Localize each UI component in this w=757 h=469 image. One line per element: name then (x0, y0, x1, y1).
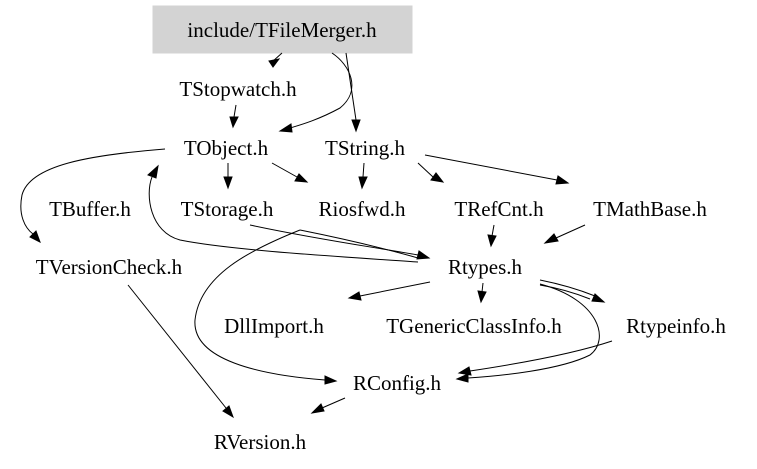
edge-trefcnt-rtypes (491, 224, 495, 237)
edge-tobject-tversioncheck (20, 148, 166, 235)
node-tobject[interactable]: TObject.h (184, 136, 269, 160)
edge-tstring-riosfwd (362, 162, 365, 178)
arrowhead (223, 176, 233, 190)
edge-tversioncheck-rversion (127, 284, 227, 409)
edge-tstring-trefcnt (417, 162, 434, 178)
arrowhead (477, 290, 487, 304)
arrowhead (278, 123, 293, 133)
arrowhead (457, 366, 472, 376)
arrowhead (351, 119, 361, 133)
edge-rtypes-tgenericclassinfo (481, 282, 484, 293)
arrowhead (555, 175, 570, 185)
edge-riosfwd-rtypes (299, 229, 419, 259)
arrowhead (455, 373, 469, 383)
arrowhead (543, 233, 559, 244)
node-root[interactable]: include/TFileMerger.h (187, 18, 377, 42)
arrowhead (310, 403, 325, 414)
node-tstopwatch[interactable]: TStopwatch.h (179, 77, 297, 101)
arrowhead (229, 116, 239, 129)
node-tgenericclassinfo[interactable]: TGenericClassInfo.h (386, 314, 562, 338)
node-tstring[interactable]: TString.h (325, 136, 405, 160)
edge-tobject-riosfwd (271, 162, 298, 178)
arrowhead (29, 230, 41, 244)
arrowhead (430, 172, 445, 183)
node-tbuffer[interactable]: TBuffer.h (49, 197, 131, 221)
arrowhead (147, 164, 159, 179)
edge-rtypes-rtypeinfo-2 (539, 284, 591, 300)
edge-rtypes-rtypeinfo (539, 279, 596, 297)
edge-tstorage-rtypes (249, 224, 419, 256)
arrowhead (222, 405, 234, 419)
edge-root-tobject (289, 52, 353, 129)
node-riosfwd[interactable]: Riosfwd.h (319, 197, 406, 221)
node-rtypes[interactable]: Rtypes.h (448, 255, 523, 279)
arrowhead (487, 234, 497, 248)
edge-rtypeinfo-rconfig (469, 340, 613, 372)
arrowhead (358, 176, 368, 190)
edge-rtypes-tobject (148, 176, 419, 263)
arrowhead (347, 291, 362, 301)
edge-riosfwd-rconfig (194, 229, 326, 381)
edge-rconfig-rversion (321, 397, 346, 409)
arrowhead (294, 173, 309, 183)
node-trefcnt[interactable]: TRefCnt.h (454, 197, 544, 221)
arrowhead (591, 293, 606, 303)
node-dllimport[interactable]: DllImport.h (224, 314, 324, 338)
edge-rtypes-dllimport (359, 281, 431, 297)
node-rconfig[interactable]: RConfig.h (353, 371, 442, 395)
edge-tstring-tmathbase (424, 154, 558, 181)
edge-tstopwatch-tobject (233, 104, 237, 118)
node-tstorage[interactable]: TStorage.h (181, 197, 274, 221)
edge-tmathbase-rtypes (555, 224, 586, 239)
edge-root-tstring (345, 52, 357, 121)
edges (20, 52, 613, 419)
node-rversion[interactable]: RVersion.h (214, 430, 307, 454)
arrowhead (268, 58, 281, 68)
edge-rtypes-rconfig (467, 283, 600, 379)
arrowhead (416, 250, 431, 260)
arrowhead (324, 375, 338, 385)
node-tmathbase[interactable]: TMathBase.h (593, 197, 707, 221)
node-rtypeinfo[interactable]: Rtypeinfo.h (626, 314, 726, 338)
node-tversioncheck[interactable]: TVersionCheck.h (36, 255, 183, 279)
root-node-box[interactable] (152, 5, 413, 54)
